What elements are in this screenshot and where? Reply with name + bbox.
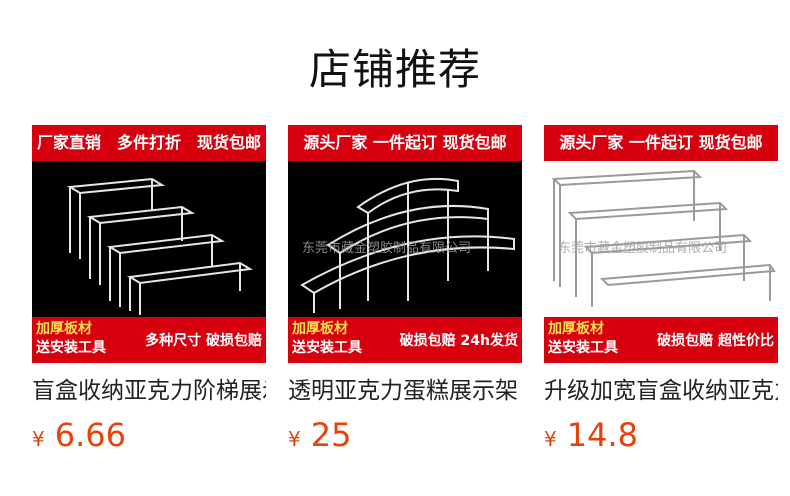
promo-badge-tools: 送安装工具: [36, 340, 106, 356]
product-name[interactable]: 升级加宽盲盒收纳亚克力: [544, 378, 778, 404]
product-card[interactable]: 源头厂家 一件起订 现货包邮 东莞市藏金塑胶制品有限公司 加厚板材 送安装工具 …: [288, 125, 522, 455]
promo-banner: 源头厂家 一件起订 现货包邮: [288, 125, 522, 161]
currency-symbol: ¥: [32, 427, 45, 451]
product-price: ¥6.66: [32, 415, 266, 455]
product-image[interactable]: 厂家直销 多件打折 现货包邮: [32, 125, 266, 363]
promo-footer: 加厚板材 送安装工具 多种尺寸 破损包赔: [32, 317, 266, 363]
promo-badge-tools: 送安装工具: [292, 340, 362, 356]
product-image[interactable]: 源头厂家 一件起订 现货包邮 东莞市藏金塑胶制品有限公司 加厚板材 送安装工具 …: [288, 125, 522, 363]
stair-shelf-illustration: [551, 169, 776, 307]
promo-badge-thick-board: 加厚板材: [548, 321, 604, 337]
price-value: 25: [310, 416, 352, 454]
promo-badge-right: 破损包赔 24h发货: [399, 333, 518, 349]
promo-badge-thick-board: 加厚板材: [292, 321, 348, 337]
product-image[interactable]: 源头厂家 一件起订 现货包邮 东莞市藏金塑胶制品有限公司 加厚板材 送安: [544, 125, 778, 363]
product-name[interactable]: 盲盒收纳亚克力阶梯展示架: [32, 378, 266, 404]
promo-banner: 源头厂家 一件起订 现货包邮: [544, 125, 778, 161]
promo-badge-tools: 送安装工具: [548, 340, 618, 356]
promo-banner: 厂家直销 多件打折 现货包邮: [32, 125, 266, 161]
promo-badge-right: 多种尺寸 破损包赔: [145, 333, 262, 349]
promo-footer: 加厚板材 送安装工具 破损包赔 超性价比: [544, 317, 778, 363]
semicircle-shelf-illustration: [300, 177, 515, 313]
stair-shelf-illustration: [66, 177, 253, 315]
watermark: 东莞市藏金塑胶制品有限公司: [302, 241, 472, 256]
product-name[interactable]: 透明亚克力蛋糕展示架: [288, 378, 518, 404]
promo-badge-thick-board: 加厚板材: [36, 321, 92, 337]
product-card[interactable]: 厂家直销 多件打折 现货包邮: [32, 125, 266, 455]
product-price: ¥25: [288, 415, 522, 455]
price-value: 14.8: [566, 416, 638, 454]
section-title: 店铺推荐: [308, 45, 481, 94]
promo-badge-right: 破损包赔 超性价比: [657, 333, 774, 349]
product-price: ¥14.8: [544, 415, 778, 455]
currency-symbol: ¥: [544, 427, 557, 451]
watermark: 东莞市藏金塑胶制品有限公司: [558, 241, 728, 256]
price-value: 6.66: [54, 416, 126, 454]
currency-symbol: ¥: [288, 427, 301, 451]
product-card[interactable]: 源头厂家 一件起订 现货包邮 东莞市藏金塑胶制品有限公司 加厚板材 送安: [544, 125, 778, 455]
promo-footer: 加厚板材 送安装工具 破损包赔 24h发货: [288, 317, 522, 363]
